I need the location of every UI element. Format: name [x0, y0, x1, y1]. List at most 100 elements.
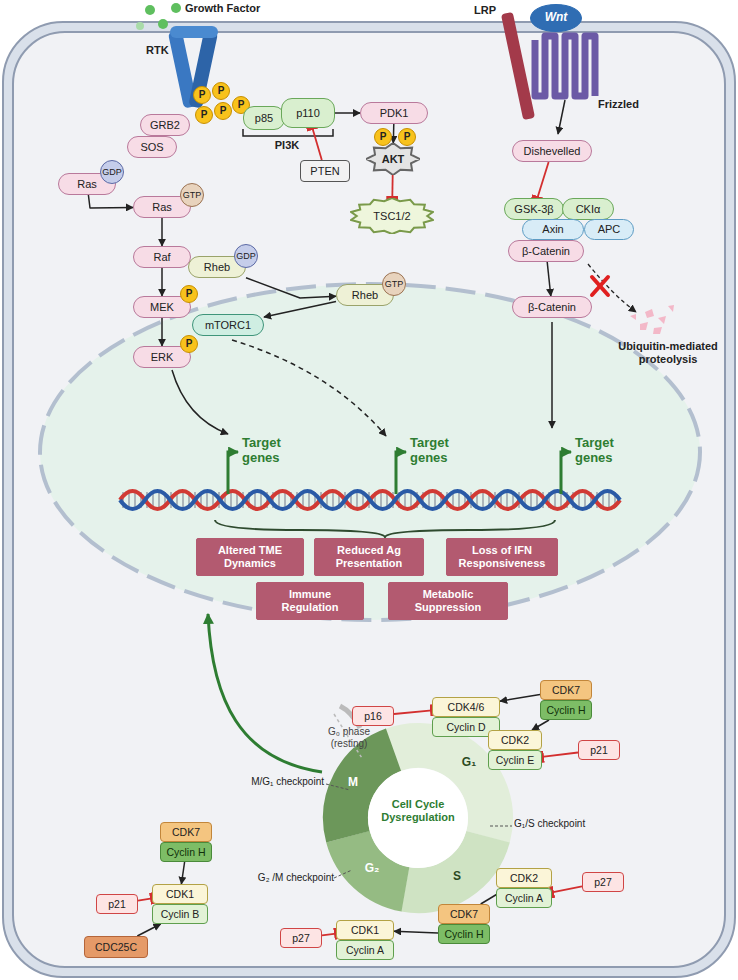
node-text: CDK7	[450, 908, 478, 920]
node-text: MEK	[150, 301, 174, 314]
protein-node: GDP	[234, 244, 258, 268]
protein-node: PTEN	[300, 160, 350, 182]
node-text: P	[380, 131, 387, 143]
protein-node: GTP	[382, 272, 406, 296]
outcome-box: Immune Regulation	[256, 582, 364, 620]
protein-node: Cyclin E	[488, 750, 542, 770]
inhibition-connector	[391, 175, 393, 198]
inhibition-connector	[138, 898, 152, 900]
protein-fragments	[630, 305, 674, 334]
drawing-part	[158, 19, 168, 29]
text-label: Target genes	[575, 436, 639, 466]
protein-node: p21	[578, 740, 620, 760]
node-text: Cyclin D	[446, 721, 485, 733]
pi3k-bracket	[243, 129, 333, 136]
node-text: PDK1	[380, 107, 409, 120]
protein-node: CDK1	[336, 920, 394, 940]
activation-connector	[161, 318, 163, 346]
node-text: CDC25C	[95, 941, 137, 953]
protein-node: Cyclin A	[496, 888, 552, 908]
node-text: P	[199, 89, 206, 101]
phospho-circle: P	[212, 82, 230, 100]
node-text: β-Catenin	[522, 245, 570, 258]
protein-node: CDK4/6	[432, 697, 500, 717]
phospho-circle: P	[374, 128, 392, 146]
activation-connector	[137, 924, 160, 936]
activation-connector	[500, 694, 540, 701]
inhibition-connector	[552, 886, 582, 892]
frizzled-receptor	[535, 36, 595, 96]
drawing-part	[170, 26, 218, 38]
node-text: CDK1	[166, 888, 194, 900]
drawing-part	[329, 729, 507, 907]
node-text: Rheb	[352, 289, 378, 302]
text-label: G₁	[458, 756, 480, 770]
protein-node: Dishevelled	[512, 140, 592, 162]
protein-node: Raf	[133, 246, 191, 268]
outer-membrane	[3, 22, 735, 977]
node-text: CDK7	[172, 826, 200, 838]
protein-node: p21	[96, 894, 138, 914]
node-text: Cyclin B	[161, 908, 200, 920]
node-text: APC	[598, 223, 621, 236]
protein-node: CDK7	[438, 904, 490, 924]
text-label: RTK	[146, 44, 178, 57]
node-text: Immune Regulation	[257, 588, 363, 613]
activation-connector	[335, 112, 360, 114]
phospho-circle: P	[193, 86, 211, 104]
node-text: Reduced Ag Presentation	[315, 544, 423, 569]
drawing-part	[334, 870, 352, 878]
text-label: Growth Factor	[185, 2, 285, 15]
activation-connector	[246, 278, 336, 298]
activation-connector	[393, 124, 395, 143]
protein-node: PDK1	[360, 102, 428, 124]
text-label: Cell Cycle Dysregulation	[373, 798, 463, 823]
node-text: GRB2	[150, 119, 180, 132]
protein-node: Wnt	[530, 4, 582, 32]
node-text: P	[220, 105, 227, 117]
protein-node: Cyclin A	[336, 940, 394, 960]
dysregulation-arrow	[208, 614, 322, 772]
activation-connector	[394, 931, 438, 933]
inhibition-connector	[394, 710, 432, 714]
node-text: SOS	[140, 141, 163, 154]
drawing-part	[645, 309, 654, 318]
checkpoint-ticks	[326, 784, 512, 878]
drawing-part	[640, 322, 648, 330]
inhibition-connector	[312, 128, 321, 160]
text-label: G₂ /M checkpoint	[230, 872, 334, 884]
text-label: M	[342, 776, 364, 790]
protein-node: GRB2	[140, 114, 190, 136]
inhibition-connector	[542, 753, 578, 757]
protein-node: APC	[584, 219, 634, 240]
node-text: CDK2	[501, 734, 529, 746]
node-text: GDP	[236, 251, 256, 261]
node-text: Altered TME Dynamics	[197, 544, 303, 569]
node-text: Ras	[152, 201, 172, 214]
protein-node: GDP	[100, 160, 124, 184]
text-label: Target genes	[242, 436, 306, 466]
protein-node: AKT	[366, 143, 420, 175]
node-text: p85	[255, 112, 273, 125]
inhibition-connector	[322, 934, 336, 936]
drawing-part	[592, 277, 608, 295]
node-text: Axin	[542, 223, 563, 236]
node-text: Loss of IFN Responsiveness	[447, 544, 557, 569]
drawing-part	[490, 826, 512, 827]
inhibition-connector	[537, 162, 548, 198]
node-text: CKIα	[576, 203, 601, 216]
protein-node: SOS	[127, 136, 177, 158]
phospho-circle: P	[180, 335, 198, 353]
node-text: P	[186, 338, 193, 350]
phospho-circle: P	[398, 128, 416, 146]
drawing-part	[561, 452, 571, 494]
node-text: Cyclin A	[346, 944, 384, 956]
node-text: Raf	[153, 251, 170, 264]
frizzled-arrow	[558, 100, 565, 134]
drawing-part	[658, 316, 666, 324]
erk-nuclear-arrow	[172, 370, 228, 434]
node-text: β-Catenin	[528, 301, 576, 314]
